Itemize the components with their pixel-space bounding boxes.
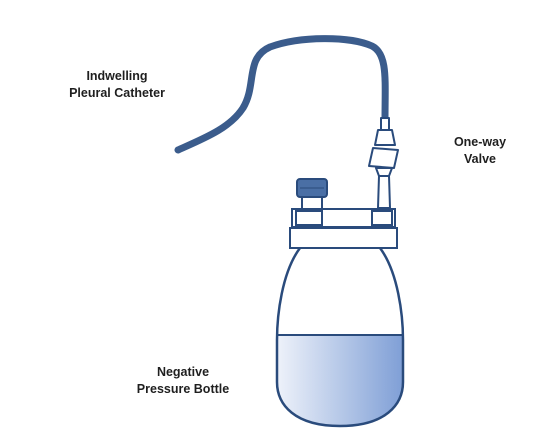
catheter-label: Indwelling Pleural Catheter xyxy=(52,68,182,102)
catheter-tube xyxy=(174,35,389,154)
bottle-label-line2: Pressure Bottle xyxy=(136,382,230,396)
bottle-label: Negative Pressure Bottle xyxy=(118,364,248,398)
one-way-valve xyxy=(368,117,399,209)
negative-pressure-bottle xyxy=(275,247,405,428)
valve-label-line2: Valve xyxy=(464,152,496,166)
catheter-label-line1: Indwelling xyxy=(86,69,148,83)
bottle-cap xyxy=(296,178,328,210)
catheter-label-line2: Pleural Catheter xyxy=(69,86,165,100)
bottle-neck xyxy=(289,208,398,249)
valve-label: One-way Valve xyxy=(440,134,520,168)
valve-label-line1: One-way xyxy=(453,135,507,149)
bottle-label-line1: Negative xyxy=(156,365,210,379)
